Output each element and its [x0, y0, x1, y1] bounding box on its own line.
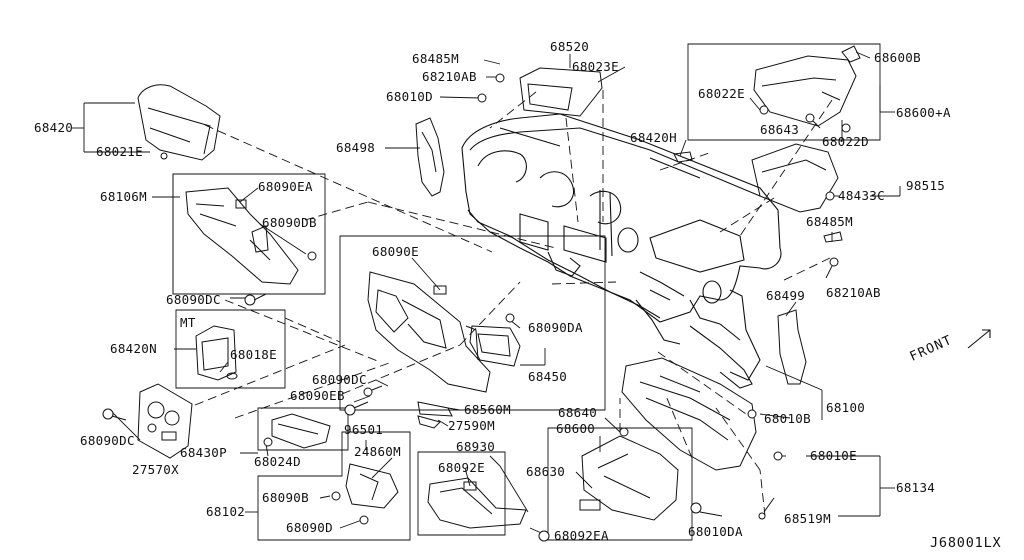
part-label-48433C: 48433C: [838, 188, 885, 203]
part-label-68090E: 68090E: [372, 244, 419, 259]
side-panel-68499: [777, 309, 807, 385]
lower-console-68930: [427, 477, 527, 529]
part-label-68210AB-top: 68210AB: [422, 69, 477, 84]
part-label-68023E: 68023E: [572, 59, 619, 74]
part-label-68520: 68520: [550, 39, 590, 54]
fasteners: [102, 73, 851, 542]
part-label-68600: 68600: [556, 421, 596, 436]
part-label-68090DC-left: 68090DC: [166, 292, 221, 307]
side-bracket-68498: [415, 117, 445, 197]
leader-lines: [72, 51, 901, 537]
part-label-68930: 68930: [456, 439, 496, 454]
part-label-68643: 68643: [760, 122, 800, 137]
part-label-68600B: 68600B: [874, 50, 921, 65]
center-panel-68430P: [271, 413, 331, 449]
diagram-id: J68001LX: [930, 535, 1002, 551]
part-label-68010E: 68010E: [810, 448, 857, 463]
part-label-68499: 68499: [766, 288, 806, 303]
part-label-68420N: 68420N: [110, 341, 157, 356]
part-label-68450: 68450: [528, 369, 568, 384]
part-label-68560M: 68560M: [464, 402, 511, 417]
shift-bezel-68420N: [195, 325, 238, 381]
part-label-68090EA: 68090EA: [258, 179, 313, 194]
part-label-98515: 98515: [906, 178, 946, 193]
glove-lid-68630: [579, 435, 679, 521]
main-instrument-panel: [461, 113, 782, 389]
cluster-finisher-68106M: [185, 187, 299, 285]
lid-assembly-68600A: [753, 45, 861, 127]
part-label-68092E: 68092E: [438, 460, 485, 475]
part-label-68100: 68100: [826, 400, 866, 415]
part-label-68010D: 68010D: [386, 89, 433, 104]
part-label-68106M: 68106M: [100, 189, 147, 204]
part-label-68090D: 68090D: [286, 520, 333, 535]
part-label-68092EA: 68092EA: [554, 528, 609, 543]
part-label-68210AB-right: 68210AB: [826, 285, 881, 300]
part-label-68640: 68640: [558, 405, 598, 420]
part-label-68420: 68420: [34, 120, 74, 135]
part-label-24860M: 24860M: [354, 444, 401, 459]
part-label-68090DA: 68090DA: [528, 320, 583, 335]
part-label-68022D: 68022D: [822, 134, 869, 149]
part-label-68102: 68102: [206, 504, 246, 519]
part-label-68090DC-center: 68090DC: [312, 372, 367, 387]
part-label-68090DC-bottom: 68090DC: [80, 433, 135, 448]
dashed-reference-lines: [194, 90, 833, 517]
part-label-68430P: 68430P: [180, 445, 227, 460]
part-label-68420H: 68420H: [630, 130, 677, 145]
group-boxes: [172, 43, 881, 541]
glove-box-68100: [621, 357, 757, 471]
part-label-68485M-top: 68485M: [412, 51, 459, 66]
part-label-27590M: 27590M: [448, 418, 495, 433]
part-label-68024D: 68024D: [254, 454, 301, 469]
part-label-96501: 96501: [344, 422, 384, 437]
part-label-27570X: 27570X: [132, 462, 179, 477]
control-panel-27570X: [137, 383, 193, 459]
part-label-68010DA: 68010DA: [688, 524, 743, 539]
front-arrow-icon: [967, 329, 991, 349]
part-label-68021E: 68021E: [96, 144, 143, 159]
part-label-68134: 68134: [896, 480, 936, 495]
part-label-68600-plus-a: 68600+A: [896, 105, 951, 120]
part-label-68485M-right: 68485M: [806, 214, 853, 229]
group-label-mt: MT: [180, 315, 196, 330]
part-label-68090B: 68090B: [262, 490, 309, 505]
part-label-68630: 68630: [526, 464, 566, 479]
part-label-68010B: 68010B: [764, 411, 811, 426]
bracket-68560M: [417, 401, 453, 429]
meter-hood-68420: [137, 84, 221, 161]
center-vent-68520: [519, 67, 603, 117]
part-label-68519M: 68519M: [784, 511, 831, 526]
part-label-68498: 68498: [336, 140, 376, 155]
part-label-68090EB: 68090EB: [290, 388, 345, 403]
part-label-68090DB: 68090DB: [262, 215, 317, 230]
part-label-68018E: 68018E: [230, 347, 277, 362]
panel-68450: [469, 325, 521, 367]
center-console-68102: [345, 463, 399, 509]
part-label-68022E: 68022E: [698, 86, 745, 101]
lower-cover-assembly: [367, 271, 491, 393]
